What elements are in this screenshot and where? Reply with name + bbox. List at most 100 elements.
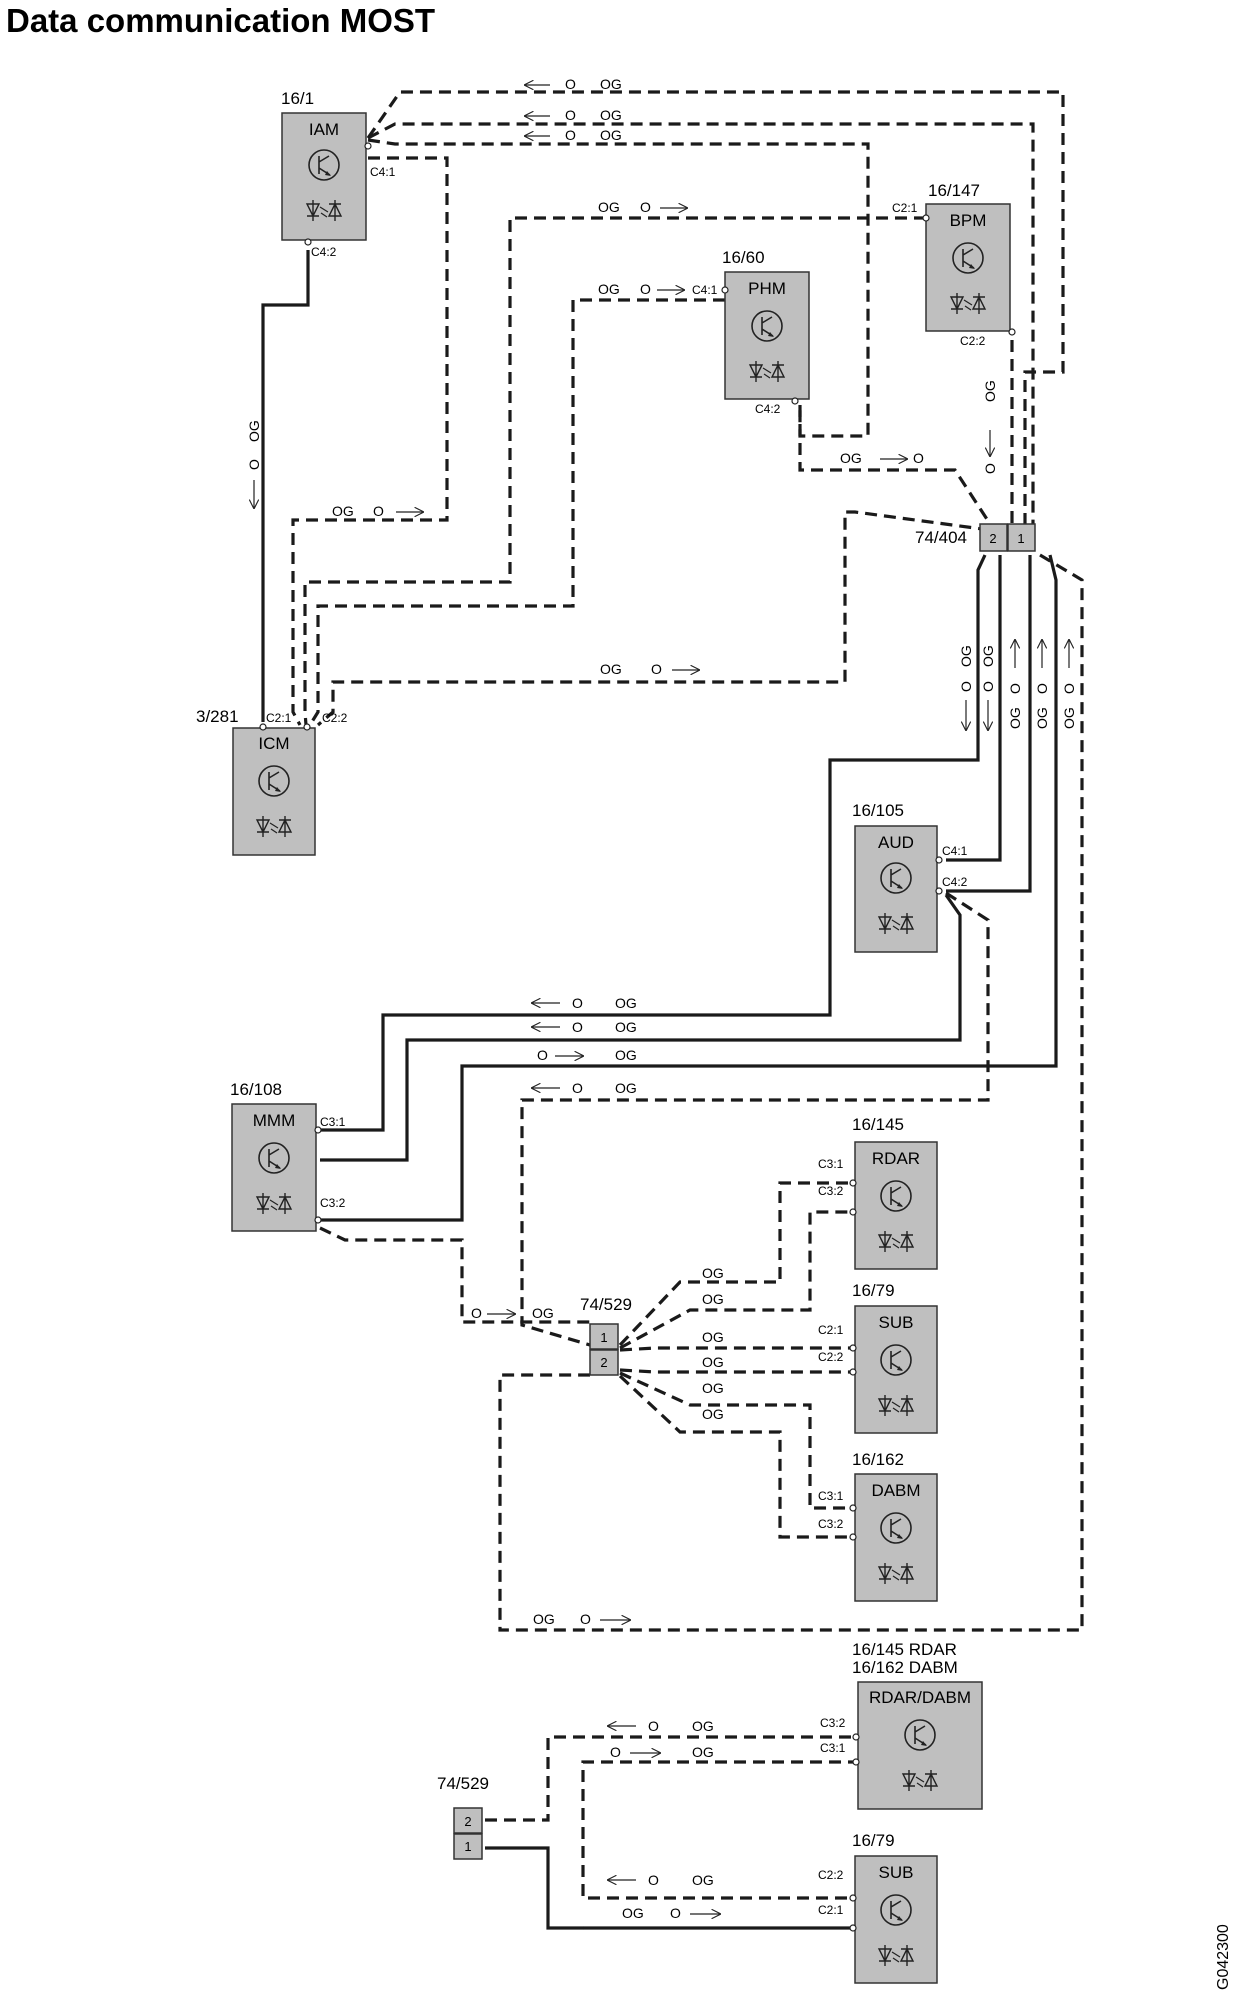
svg-text:C2:1: C2:1	[818, 1903, 844, 1917]
svg-text:O: O	[980, 681, 996, 692]
svg-text:OG: OG	[246, 420, 262, 442]
svg-text:16/108: 16/108	[230, 1080, 282, 1099]
module-aud: 16/105 AUD C4:1 C4:2	[852, 801, 968, 953]
svg-text:OG: OG	[702, 1291, 724, 1307]
svg-text:OG: OG	[702, 1265, 724, 1281]
svg-text:C3:1: C3:1	[820, 1741, 846, 1755]
svg-text:OG: OG	[958, 645, 974, 667]
svg-text:DABM: DABM	[871, 1481, 920, 1500]
module-rdar-dabm: 16/145 RDAR 16/162 DABM RDAR/DABM C3:2 C…	[820, 1640, 983, 1810]
svg-text:16/105: 16/105	[852, 801, 904, 820]
svg-text:MMM: MMM	[253, 1111, 295, 1130]
svg-text:OG: OG	[598, 281, 620, 297]
svg-text:SUB: SUB	[879, 1863, 914, 1882]
svg-text:O: O	[640, 281, 651, 297]
module-phm: 16/60 PHM C4:1 C4:2	[692, 248, 810, 416]
svg-text:C2:1: C2:1	[818, 1323, 844, 1337]
figure-id: G042300	[1215, 1924, 1232, 1990]
svg-text:OG: OG	[702, 1354, 724, 1370]
svg-text:O: O	[565, 76, 576, 92]
svg-text:O: O	[565, 107, 576, 123]
wires-bottom	[485, 1735, 860, 1930]
svg-text:O: O	[670, 1905, 681, 1921]
svg-text:OG: OG	[532, 1305, 554, 1321]
svg-text:1: 1	[600, 1330, 607, 1345]
svg-text:O: O	[572, 1019, 583, 1035]
svg-text:O: O	[648, 1718, 659, 1734]
svg-text:O: O	[1007, 683, 1023, 694]
svg-text:ICM: ICM	[258, 734, 289, 753]
svg-text:BPM: BPM	[950, 211, 987, 230]
svg-text:C2:1: C2:1	[892, 201, 918, 215]
svg-text:O: O	[651, 661, 662, 677]
page-title: Data communication MOST	[6, 2, 436, 39]
svg-text:OG: OG	[622, 1905, 644, 1921]
svg-text:16/147: 16/147	[928, 181, 980, 200]
module-sub-bottom: 16/79 SUB C2:2 C2:1	[818, 1831, 938, 1984]
svg-text:16/1: 16/1	[281, 89, 314, 108]
svg-text:OG: OG	[702, 1329, 724, 1345]
svg-text:16/162: 16/162	[852, 1450, 904, 1469]
svg-text:OG: OG	[332, 503, 354, 519]
svg-text:O: O	[580, 1611, 591, 1627]
svg-text:C2:2: C2:2	[322, 711, 348, 725]
svg-text:OG: OG	[533, 1611, 555, 1627]
connector-74-529: 74/529 1 2	[580, 1295, 632, 1376]
svg-text:O: O	[246, 459, 262, 470]
svg-text:OG: OG	[1061, 707, 1077, 729]
svg-text:IAM: IAM	[309, 120, 339, 139]
wires-lower	[618, 1181, 860, 1539]
svg-text:O: O	[982, 463, 998, 474]
svg-text:1: 1	[1017, 531, 1024, 546]
svg-text:O: O	[913, 450, 924, 466]
svg-text:C3:1: C3:1	[818, 1489, 844, 1503]
svg-text:O: O	[572, 1080, 583, 1096]
svg-text:OG: OG	[615, 1019, 637, 1035]
svg-text:OG: OG	[1007, 707, 1023, 729]
svg-text:OG: OG	[600, 107, 622, 123]
svg-text:OG: OG	[600, 76, 622, 92]
svg-text:O: O	[471, 1305, 482, 1321]
svg-text:OG: OG	[702, 1380, 724, 1396]
svg-text:OG: OG	[615, 1080, 637, 1096]
svg-text:SUB: SUB	[879, 1313, 914, 1332]
svg-text:74/529: 74/529	[437, 1774, 489, 1793]
svg-text:C3:2: C3:2	[820, 1716, 846, 1730]
svg-text:C2:2: C2:2	[818, 1350, 844, 1364]
svg-text:O: O	[610, 1744, 621, 1760]
svg-text:OG: OG	[600, 127, 622, 143]
svg-text:OG: OG	[692, 1718, 714, 1734]
svg-text:16/79: 16/79	[852, 1831, 895, 1850]
svg-text:1: 1	[464, 1839, 471, 1854]
svg-text:OG: OG	[692, 1744, 714, 1760]
module-sub: 16/79 SUB C2:1 C2:2	[818, 1281, 938, 1434]
svg-text:16/60: 16/60	[722, 248, 765, 267]
svg-text:16/162 DABM: 16/162 DABM	[852, 1658, 958, 1677]
svg-text:O: O	[640, 199, 651, 215]
wires-middle	[319, 553, 1084, 1632]
svg-text:OG: OG	[598, 199, 620, 215]
svg-text:O: O	[958, 681, 974, 692]
svg-text:OG: OG	[702, 1406, 724, 1422]
svg-text:OG: OG	[615, 995, 637, 1011]
svg-text:PHM: PHM	[748, 279, 786, 298]
svg-text:C3:1: C3:1	[320, 1115, 346, 1129]
wires-upper	[261, 90, 1065, 727]
svg-text:74/404: 74/404	[915, 528, 967, 547]
svg-text:16/145 RDAR: 16/145 RDAR	[852, 1640, 957, 1659]
svg-text:OG: OG	[982, 380, 998, 402]
svg-text:C3:1: C3:1	[818, 1157, 844, 1171]
svg-text:C4:1: C4:1	[942, 844, 968, 858]
module-mmm: 16/108 MMM C3:1 C3:2	[230, 1080, 346, 1232]
svg-text:O: O	[373, 503, 384, 519]
svg-text:OG: OG	[980, 645, 996, 667]
module-rdar: 16/145 RDAR C3:1 C3:2	[818, 1115, 938, 1270]
svg-text:O: O	[565, 127, 576, 143]
svg-text:OG: OG	[600, 661, 622, 677]
svg-text:C4:2: C4:2	[755, 402, 781, 416]
svg-text:C2:2: C2:2	[960, 334, 986, 348]
svg-text:OG: OG	[840, 450, 862, 466]
svg-text:74/529: 74/529	[580, 1295, 632, 1314]
svg-text:2: 2	[464, 1814, 471, 1829]
